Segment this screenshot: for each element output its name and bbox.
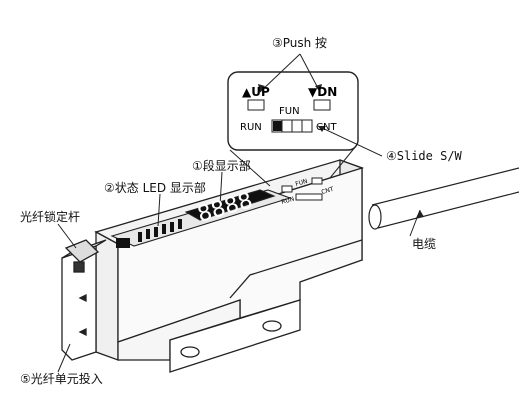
push-button-label: ③Push 按 [272, 36, 328, 50]
status-led-bars [138, 219, 182, 242]
fiber-lock-lever-label: 光纤锁定杆 [20, 210, 81, 224]
cable-label: 电缆 [412, 237, 437, 251]
led-block [116, 238, 130, 248]
push-arrowheads [258, 84, 322, 92]
fiber-insert-label: ⑤光纤单元投入 [20, 372, 103, 386]
inset-run-label: RUN [240, 122, 262, 133]
slide-switch-label: ④Slide S/W [386, 149, 462, 163]
fiber-insert-head [61, 239, 107, 361]
inset-connectors [229, 145, 357, 187]
device-run-label: RUN [281, 196, 295, 206]
device-cnt-label: CNT [321, 186, 335, 196]
inset-up-label: ▲UP [242, 85, 270, 99]
cable [368, 167, 519, 230]
status-led-label: ②状态 LED 显示部 [104, 181, 206, 195]
inset-dn-label: ▼DN [308, 85, 337, 99]
cable-arrowhead [416, 210, 424, 218]
slide-arrowhead [318, 126, 326, 132]
segment-display-label: ①段显示部 [192, 159, 251, 173]
control-area [281, 177, 323, 201]
device-fun-label: FUN [295, 178, 309, 188]
inset-fun-label: FUN [279, 106, 300, 117]
inset-cnt-label: CNT [316, 122, 337, 133]
